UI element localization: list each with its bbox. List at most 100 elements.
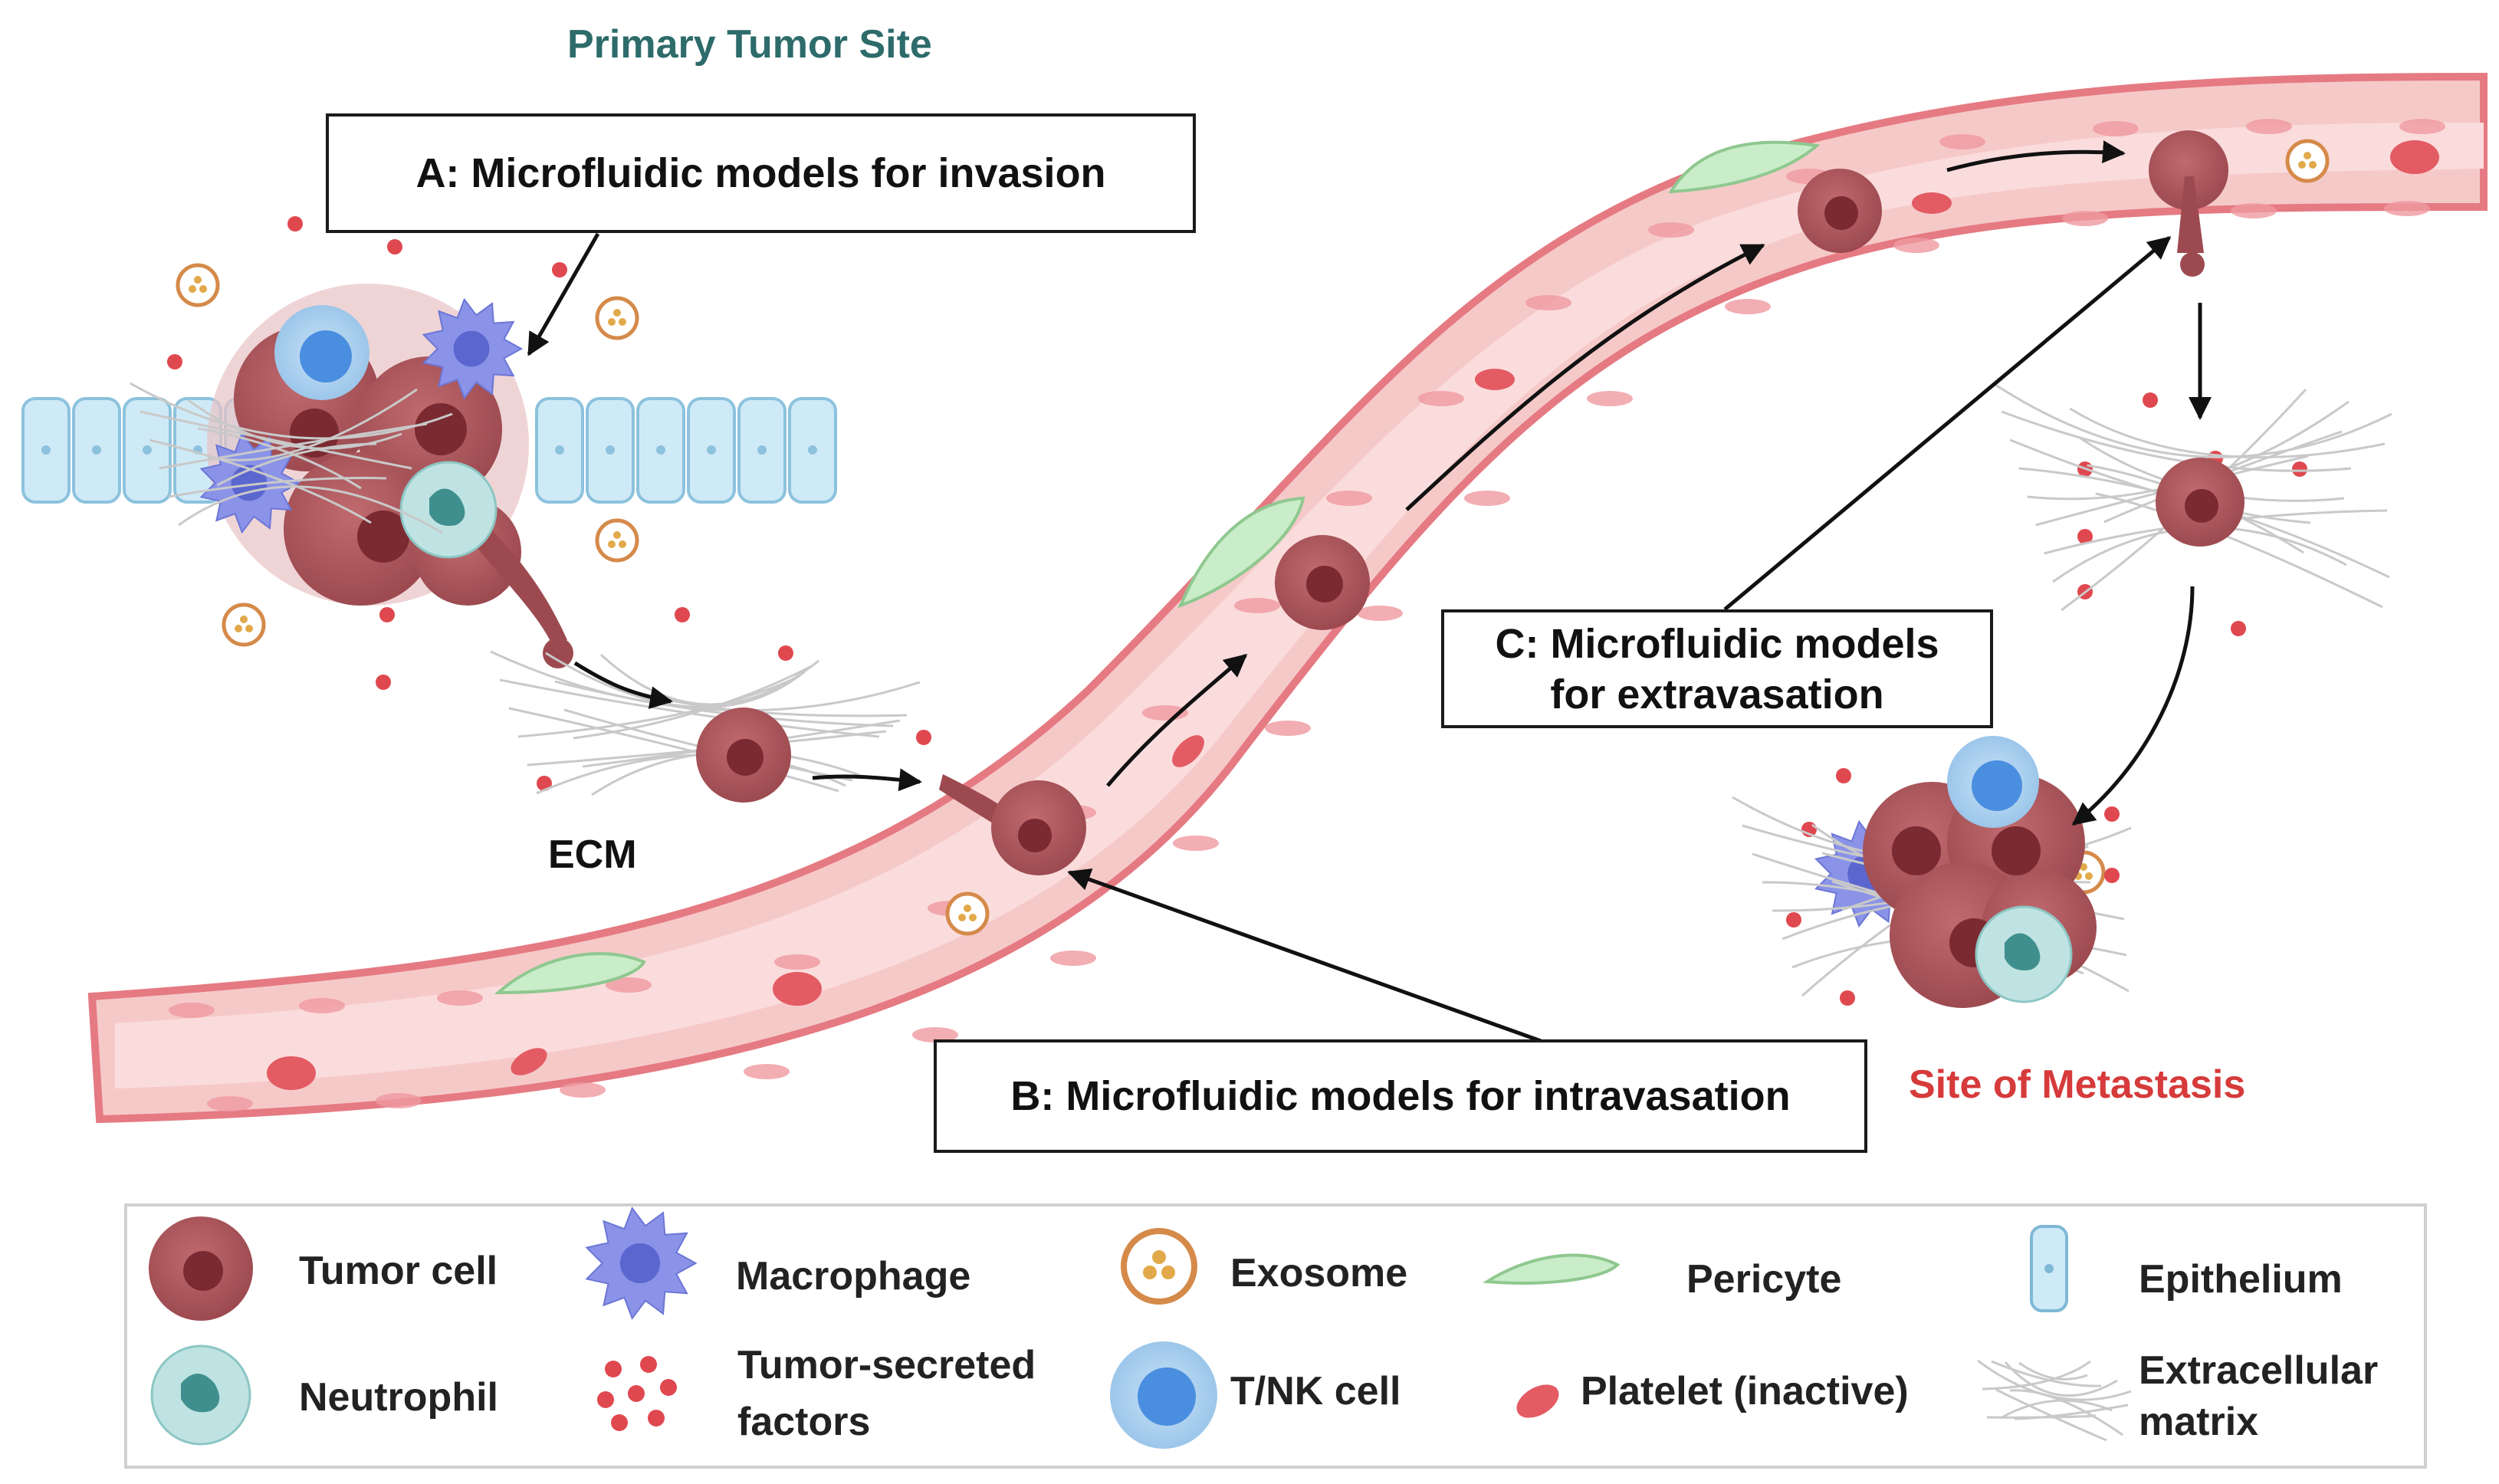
endothelial-cell: [1939, 134, 1985, 149]
factor-dot: [376, 675, 391, 690]
exosome: [222, 602, 266, 647]
legend-factor-dot: [640, 1356, 657, 1373]
exosome-dot: [2080, 863, 2087, 871]
endothelial-cell: [207, 1096, 253, 1111]
endothelial-cell: [912, 1027, 958, 1042]
factor-dot: [1786, 912, 1801, 927]
ecm-fiber: [187, 399, 402, 450]
arrow-flow-1: [1106, 654, 1248, 787]
legend-epithelium-nucleus: [2044, 1264, 2054, 1273]
endothelial-cell: [1648, 222, 1694, 238]
factor-dot: [2104, 806, 2120, 822]
legend-factor-dot: [597, 1391, 614, 1408]
arrow-c-to-vessel: [1723, 236, 2172, 611]
tumor-core: [1306, 566, 1343, 602]
factor-dot: [537, 776, 552, 791]
exosome-dot: [958, 914, 966, 921]
platelet: [1475, 369, 1515, 390]
factor-dot: [2231, 621, 2246, 636]
legend-ecm-fiber: [1991, 1360, 2102, 1387]
legend-factors-label-line2: factors: [737, 1400, 871, 1444]
exosome-dot: [2085, 872, 2093, 880]
neutrophil-nucleus: [429, 488, 465, 526]
factor-dot: [287, 216, 303, 231]
exosome-dot: [619, 318, 626, 326]
arrow-migration-to-vessel: [812, 768, 922, 792]
legend-icons: [149, 1207, 2132, 1449]
factor-dot: [2077, 529, 2093, 544]
legend-factor-dot: [660, 1379, 677, 1396]
metastatic-tumor: [1863, 736, 2097, 1008]
endothelial-cell: [1587, 391, 1633, 406]
tumor-core: [1892, 826, 1941, 875]
exosome-dot: [189, 285, 196, 293]
macrophage-nucleus: [453, 330, 490, 367]
exosome-dot: [240, 616, 248, 623]
exosome: [595, 518, 639, 563]
box-b-intravasation: B: Microfluidic models for intravasation: [934, 1039, 1867, 1153]
ecm-fiber: [517, 675, 799, 738]
legend-factors-label-line1: Tumor-secreted: [737, 1343, 1036, 1387]
legend-factor-dot: [648, 1410, 665, 1427]
epithelial-cell-nucleus: [143, 445, 152, 455]
legend-frame: [124, 1203, 2427, 1469]
platelet: [773, 972, 822, 1006]
legend-pericyte-label: Pericyte: [1686, 1257, 1842, 1302]
arrow-b-to-tumor: [1067, 868, 1542, 1043]
arrow-flow-2: [1405, 243, 1765, 511]
ecm-fiber: [169, 477, 387, 498]
exosome-dot: [619, 540, 626, 548]
arrow-a-to-tumor: [527, 232, 600, 356]
factor-dot: [552, 262, 567, 277]
legend-platelet-label: Platelet (inactive): [1581, 1369, 1909, 1413]
pericyte-cell: [1668, 140, 1821, 194]
endothelial-cell: [1173, 836, 1219, 851]
factor-dot: [675, 607, 690, 622]
legend-tnk-nucleus: [1138, 1367, 1196, 1426]
ecm-fiber: [178, 485, 443, 534]
legend-exosome-label: Exosome: [1230, 1251, 1408, 1295]
endothelial-cell: [1525, 295, 1571, 310]
exosome-dot: [613, 309, 621, 317]
ecm-fiber: [1992, 382, 2392, 458]
legend-macrophage: [585, 1207, 698, 1320]
epithelial-cell-nucleus: [808, 445, 817, 455]
box-a-invasion: A: Microfluidic models for invasion: [326, 113, 1196, 233]
endothelial-cell: [2093, 121, 2139, 136]
site-of-metastasis-label: Site of Metastasis: [1909, 1062, 2246, 1107]
factor-dot: [2104, 868, 2120, 883]
arrows: [527, 140, 2212, 1043]
ecm-fiber: [207, 388, 418, 461]
legend-neutrophil-label: Neutrophil: [299, 1375, 498, 1420]
t-nk-cell-nucleus: [300, 330, 352, 382]
endothelial-cell: [744, 1064, 790, 1079]
legend-ecm-fiber: [2018, 1361, 2088, 1381]
exosome: [176, 263, 220, 307]
tumor-cell: [2180, 252, 2205, 277]
endothelial-cell: [1464, 491, 1510, 506]
exosome: [595, 296, 639, 340]
ecm-fiber: [554, 680, 894, 727]
legend-ecm-label-line2: matrix: [2139, 1400, 2259, 1444]
exosome-dot: [2309, 161, 2317, 169]
legend-ecm-fiber: [2000, 1399, 2113, 1420]
exosome-dot: [613, 531, 621, 539]
exosome-dot: [2298, 161, 2306, 169]
platelets-in-vessel: [267, 140, 2439, 1090]
factor-dot: [387, 239, 402, 254]
pericyte-cell: [494, 952, 646, 995]
epithelial-cell-nucleus: [606, 445, 615, 455]
factor-dot: [1840, 990, 1855, 1006]
legend-ecm-fiber: [1982, 1360, 2091, 1390]
ecm-fiber: [149, 438, 372, 524]
endothelial-cell: [606, 977, 652, 993]
epithelial-cell-nucleus: [92, 445, 101, 455]
endothelial-cell: [1725, 299, 1771, 314]
endothelial-cell: [1893, 238, 1939, 253]
exosome-dot: [608, 540, 616, 548]
neutrophil-nucleus: [2005, 933, 2041, 970]
tumor-core: [1018, 819, 1052, 852]
pericytes-on-vessel: [494, 140, 1821, 995]
ecm-fiber: [545, 652, 806, 709]
